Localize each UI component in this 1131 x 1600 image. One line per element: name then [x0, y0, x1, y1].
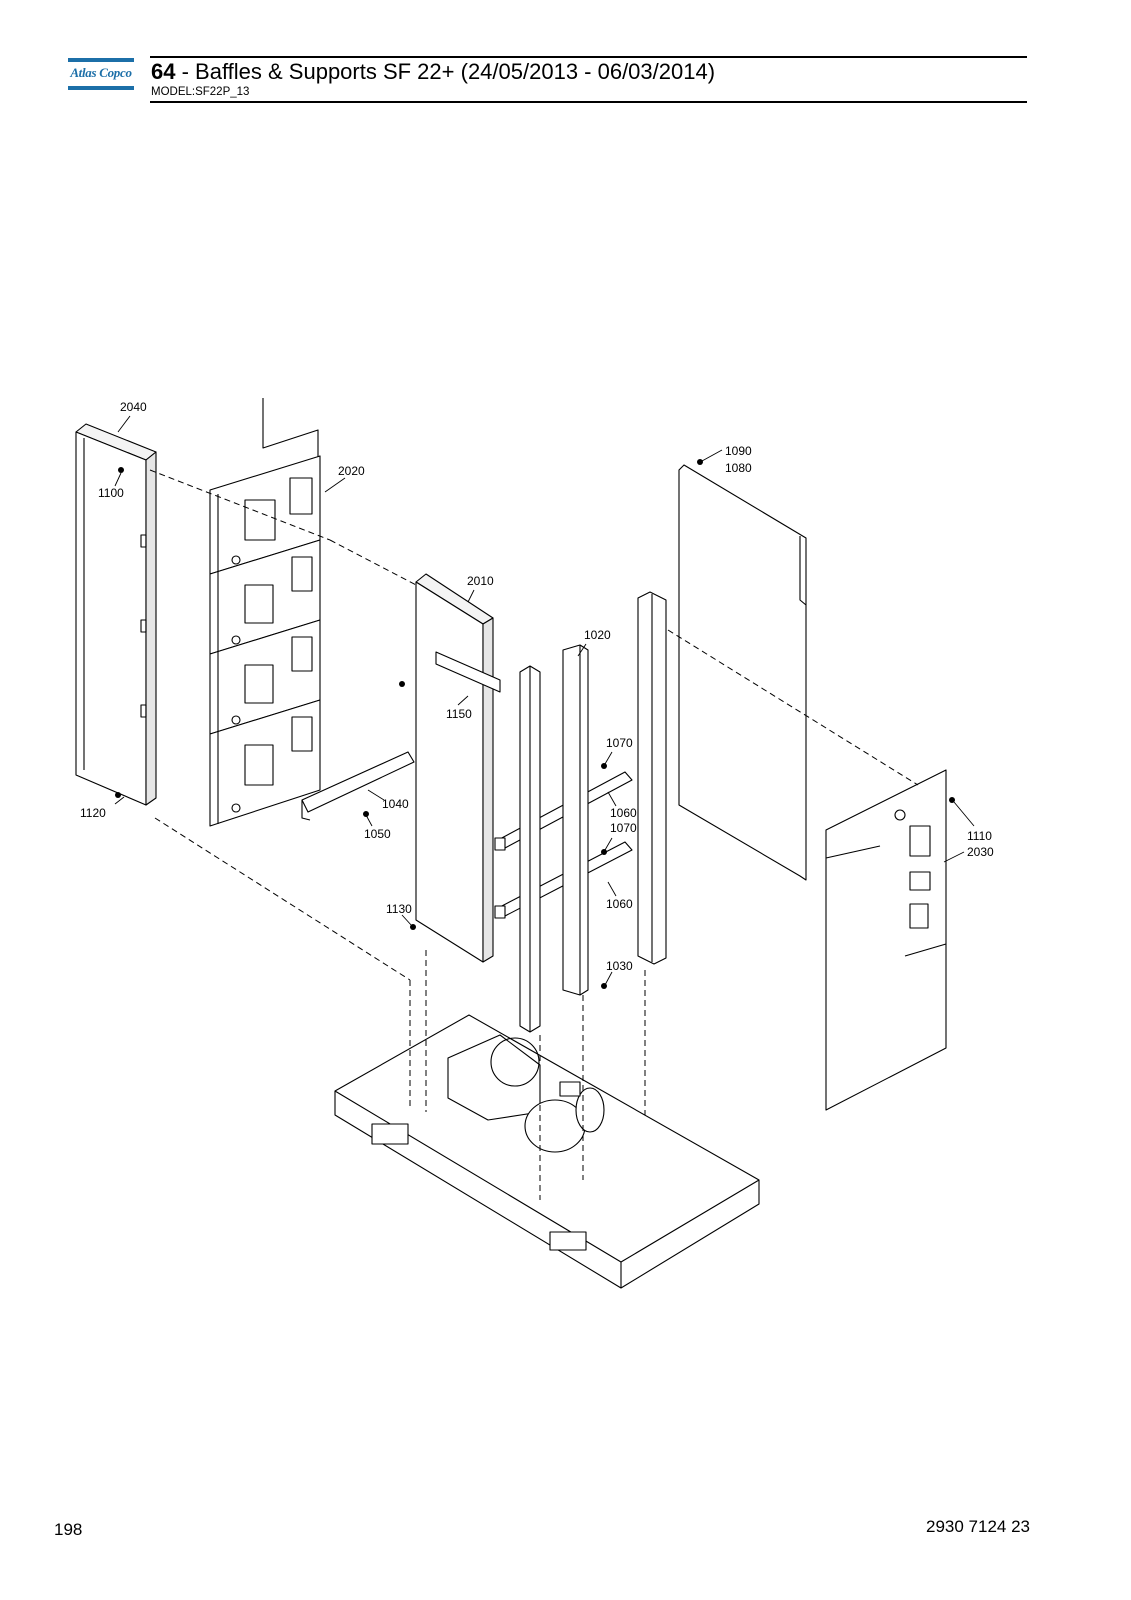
callout-2010: 2010 [467, 574, 494, 588]
callout-2030: 2030 [967, 845, 994, 859]
part-2010-center-panel [415, 573, 501, 963]
part-base-frame-assembly [334, 1014, 760, 1289]
header-rule-top [150, 56, 1027, 58]
part-1040-bracket [301, 751, 415, 821]
page-title: 64 - Baffles & Supports SF 22+ (24/05/20… [151, 59, 715, 85]
part-1080-rear-panel [678, 464, 807, 881]
part-1020-vertical-supports [519, 591, 667, 1033]
callout-1080: 1080 [725, 461, 752, 475]
part-2040-side-panel [75, 423, 157, 806]
part-2030-side-panel [825, 769, 947, 1111]
leader-lines [114, 415, 975, 986]
callout-1070-upper: 1070 [606, 736, 633, 750]
logo-graphic [68, 58, 134, 90]
document-number: 2930 7124 23 [926, 1517, 1030, 1536]
callout-1090: 1090 [725, 444, 752, 458]
callout-1150: 1150 [446, 707, 472, 721]
callout-1100: 1100 [98, 486, 124, 500]
section-number: 64 [151, 59, 176, 84]
atlas-copco-logo: Atlas Copco [68, 58, 134, 94]
callout-1110: 1110 [967, 829, 992, 843]
callout-1070-lower: 1070 [610, 821, 637, 835]
callout-1120: 1120 [80, 806, 106, 820]
callout-1060-upper: 1060 [610, 806, 637, 820]
callout-1050: 1050 [364, 827, 391, 841]
callout-2040: 2040 [120, 400, 147, 414]
callout-1020: 1020 [584, 628, 611, 642]
page-number: 198 [54, 1520, 83, 1539]
callout-1130: 1130 [386, 902, 412, 916]
header-rule-bottom [150, 101, 1027, 103]
section-title: - Baffles & Supports SF 22+ (24/05/2013 … [175, 59, 716, 84]
callout-1040: 1040 [382, 797, 409, 811]
callout-1030: 1030 [606, 959, 633, 973]
callout-1060-lower: 1060 [606, 897, 633, 911]
callout-2020: 2020 [338, 464, 365, 478]
logo-wordmark: Atlas Copco [70, 65, 132, 80]
model-label: MODEL:SF22P_13 [151, 86, 250, 98]
alignment-lines [149, 469, 919, 1200]
part-2020-front-panel-assembly [209, 398, 321, 827]
